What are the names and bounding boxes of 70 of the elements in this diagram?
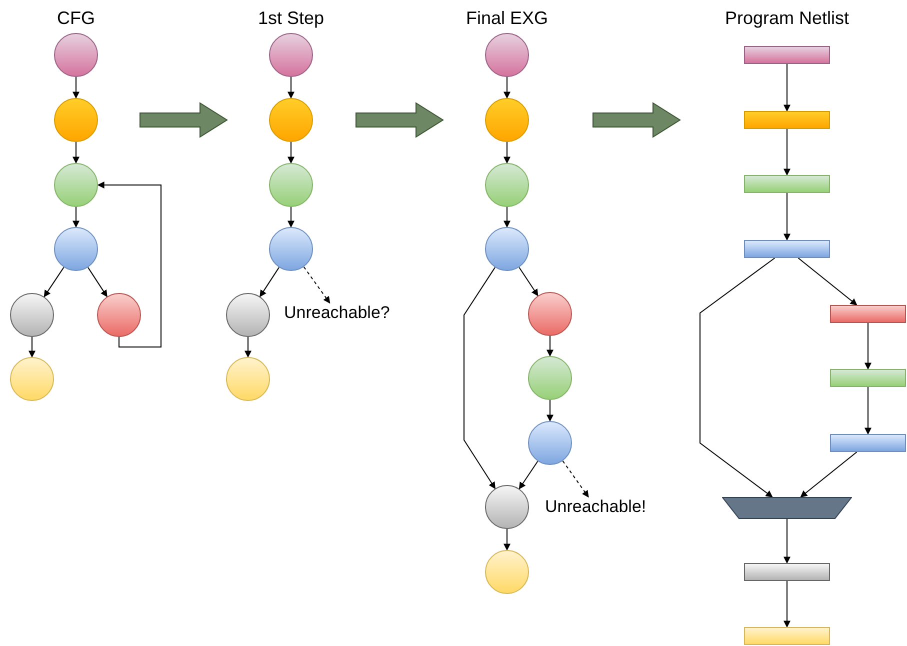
circle-node (226, 293, 270, 337)
arrow (784, 192, 790, 241)
arrow (504, 142, 510, 164)
circle-node (528, 292, 572, 336)
arrow (518, 266, 538, 296)
process-box (744, 111, 830, 129)
arrow (504, 76, 510, 99)
arrow (28, 336, 36, 358)
circle-node (269, 163, 313, 207)
arrow (303, 266, 330, 304)
process-box (830, 434, 906, 452)
circle-node (485, 33, 529, 77)
arrow (288, 76, 294, 99)
arrow (864, 386, 872, 435)
process-box (830, 369, 906, 387)
arrow (784, 64, 790, 112)
arrow (72, 76, 80, 99)
arrow (260, 266, 280, 298)
circle-node (54, 98, 98, 142)
arrow (244, 336, 252, 358)
circle-node (269, 33, 313, 77)
circle-node (485, 227, 529, 271)
circle-node (54, 33, 98, 77)
process-box (744, 240, 830, 258)
circle-node (485, 98, 529, 142)
column-title: CFG (56, 7, 96, 29)
circle-node (54, 163, 98, 207)
arrow (546, 336, 554, 357)
arrow (464, 266, 496, 490)
arrow (700, 258, 776, 498)
column-title: Program Netlist (724, 7, 850, 29)
arrow (784, 128, 790, 176)
arrow (864, 322, 872, 370)
arrow (288, 206, 294, 228)
arrow (784, 518, 790, 564)
column-title: Final EXG (464, 7, 550, 29)
circle-node (54, 227, 98, 271)
circle-node (97, 293, 141, 337)
arrow (504, 206, 510, 228)
arrow (288, 142, 294, 164)
arrow (518, 460, 538, 490)
column-title: 1st Step (256, 7, 326, 29)
arrow (784, 580, 790, 628)
arrow (562, 460, 589, 498)
arrow (88, 266, 108, 298)
circle-node (10, 293, 54, 337)
circle-node (226, 357, 270, 401)
arrow (504, 528, 510, 551)
note-text: Unreachable! (545, 497, 646, 517)
circle-node (528, 421, 572, 465)
circle-node (269, 227, 313, 271)
circle-node (10, 357, 54, 401)
arrow (72, 206, 80, 228)
arrow (44, 266, 64, 298)
arrow (800, 452, 858, 498)
circle-node (485, 485, 529, 529)
circle-node (528, 356, 572, 400)
process-box (744, 46, 830, 64)
process-box (744, 563, 830, 581)
arrow (546, 400, 554, 422)
process-box (744, 175, 830, 193)
arrow (97, 182, 162, 348)
arrow (798, 258, 858, 306)
arrow (72, 142, 80, 164)
note-text: Unreachable? (284, 303, 390, 323)
process-box (830, 305, 906, 323)
circle-node (485, 163, 529, 207)
process-box (744, 627, 830, 645)
circle-node (269, 98, 313, 142)
circle-node (485, 550, 529, 594)
